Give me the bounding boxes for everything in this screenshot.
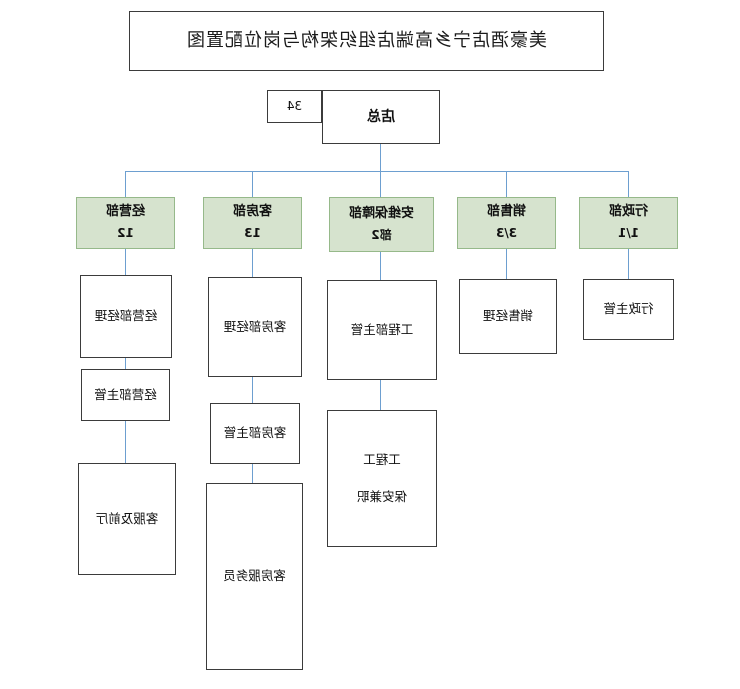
connector-drop-sales	[506, 171, 507, 197]
role-sales-manager: 销售经理	[459, 279, 557, 354]
root-node-headcount: 34	[267, 90, 322, 123]
role-operations-supervisor: 经营部主管	[81, 369, 170, 421]
connector-drop-housekeeping	[252, 171, 253, 197]
role-housekeeping-supervisor-label: 客房部主管	[223, 425, 287, 441]
role-front-desk-customer-service: 客服及前厅	[78, 463, 176, 575]
role-administration-supervisor-label: 行政主管	[603, 301, 654, 317]
department-sales-label: 销售部	[487, 204, 527, 220]
role-security-parttime-label: 保安兼职	[357, 488, 408, 504]
connector-operations-manager-to-supervisor	[125, 358, 126, 369]
root-node-headcount-value: 34	[286, 98, 303, 113]
role-housekeeping-manager-label: 客房部经理	[223, 318, 287, 334]
connector-housekeeping-to-manager	[252, 249, 253, 277]
department-operations-count: 12	[117, 226, 134, 241]
department-housekeeping-count: 13	[244, 226, 261, 241]
role-sales-manager-label: 销售经理	[483, 308, 534, 324]
role-operations-manager: 经营部经理	[80, 275, 172, 358]
chart-title-text: 美豪酒店宁乡高端店组织架构与岗位配置图	[186, 29, 547, 51]
department-administration-count: 1/1	[617, 226, 640, 241]
connector-drop-maintenance	[380, 171, 381, 197]
role-engineering-staff: 工程工 保安兼职	[327, 410, 437, 547]
connector-maintenance-to-supervisor	[380, 252, 381, 280]
connector-administration-to-supervisor	[628, 249, 629, 279]
connector-housekeeping-supervisor-to-attendant	[252, 464, 253, 483]
role-engineering-supervisor-label: 工程部主管	[350, 321, 414, 337]
connector-housekeeping-manager-to-supervisor	[252, 377, 253, 403]
role-front-desk-customer-service-label: 客服及前厅	[95, 510, 159, 526]
department-administration: 行政部 1/1	[579, 197, 678, 249]
root-node-store-general-manager: 店总	[322, 90, 440, 144]
department-operations-label: 经营部	[106, 204, 146, 220]
connector-drop-operations	[125, 171, 126, 197]
role-housekeeping-supervisor: 客房部主管	[210, 403, 300, 464]
department-operations: 经营部 12	[76, 197, 175, 249]
connector-sales-to-manager	[506, 249, 507, 279]
root-node-label: 店总	[367, 108, 395, 125]
role-operations-supervisor-label: 经营部主管	[94, 386, 157, 402]
connector-root-trunk	[380, 144, 381, 171]
role-engineering-staff-label: 工程工	[363, 452, 401, 468]
department-housekeeping: 客房部 13	[203, 197, 302, 249]
connector-operations-supervisor-to-frontdesk	[125, 421, 126, 463]
role-operations-manager-label: 经营部经理	[94, 308, 158, 324]
role-administration-supervisor: 行政主管	[583, 279, 674, 340]
department-maintenance-count: 部2	[371, 227, 392, 242]
department-administration-label: 行政部	[609, 204, 649, 220]
department-sales-count: 3/3	[495, 226, 518, 241]
department-maintenance: 安维保障部 部2	[329, 197, 434, 252]
connector-engineering-supervisor-to-staff	[380, 380, 381, 410]
connector-operations-to-manager	[125, 249, 126, 275]
department-housekeeping-label: 客房部	[233, 204, 273, 220]
chart-title: 美豪酒店宁乡高端店组织架构与岗位配置图	[129, 11, 604, 71]
role-housekeeping-manager: 客房部经理	[208, 277, 302, 377]
department-sales: 销售部 3/3	[457, 197, 556, 249]
connector-drop-administration	[628, 171, 629, 197]
department-maintenance-label: 安维保障部	[349, 205, 415, 221]
role-housekeeping-attendant-label: 客房服务员	[223, 568, 286, 584]
role-housekeeping-attendant: 客房服务员	[206, 483, 303, 670]
connector-department-bus	[126, 171, 629, 172]
role-engineering-supervisor: 工程部主管	[327, 280, 437, 380]
